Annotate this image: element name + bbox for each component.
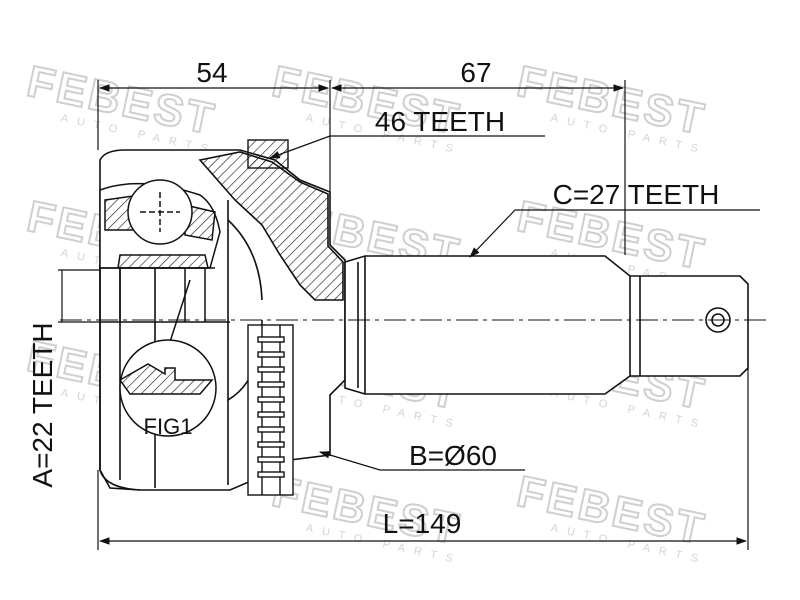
dim-housing-length: 54 — [196, 57, 227, 88]
inner-race — [99, 179, 230, 323]
callout-abs-teeth: 46 TEETH — [375, 106, 505, 137]
abs-tone-ring — [247, 139, 294, 496]
dimension-lines — [58, 80, 760, 550]
fig1-detail: FIG1 — [118, 279, 217, 439]
callout-outer-diameter: B=Ø60 — [409, 440, 497, 471]
dim-shaft-length: 67 — [460, 57, 491, 88]
callout-inner-spline: A=22 TEETH — [27, 322, 58, 487]
fig1-label: FIG1 — [144, 414, 193, 439]
dim-total-length: L=149 — [383, 508, 462, 539]
callout-shaft-spline: C=27 TEETH — [553, 179, 720, 210]
stub-shaft — [344, 255, 749, 395]
